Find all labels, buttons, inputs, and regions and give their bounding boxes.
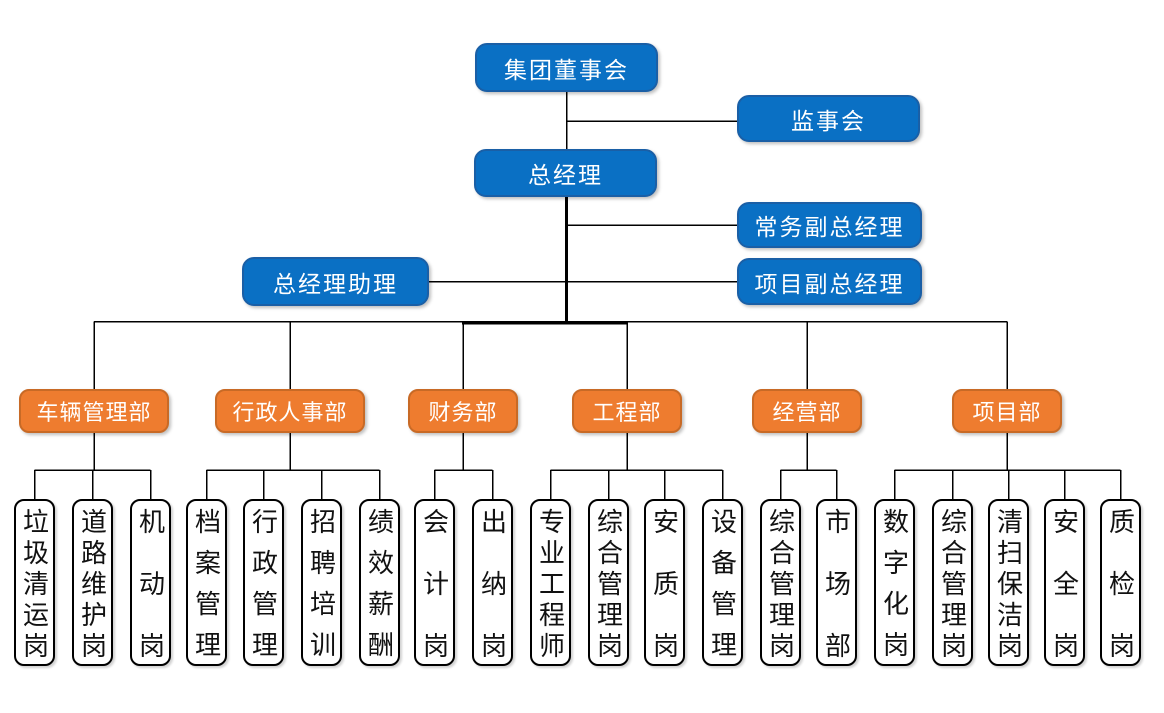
position-archives-management: 档案管理 [186, 499, 227, 672]
position-label: 安质岗 [649, 507, 680, 694]
position-admin-management: 行政管理 [243, 499, 284, 672]
position-equipment-management: 设备管理 [702, 499, 743, 672]
position-road-maintenance: 道路维护岗 [72, 499, 113, 666]
position-cashier: 出纳岗 [472, 499, 513, 694]
position-accounting: 会计岗 [414, 499, 455, 694]
dept-engineering: 工程部 [572, 389, 682, 433]
position-garbage-clearing: 垃圾清运岗 [14, 499, 55, 666]
position-recruitment-training: 招聘培训 [301, 499, 342, 672]
position-label: 市场部 [821, 507, 852, 694]
position-professional-engineer: 专业工程师 [530, 499, 571, 666]
node-supervisory-board: 监事会 [737, 95, 920, 142]
position-general-management-project: 综合管理岗 [932, 499, 973, 666]
dept-admin-hr: 行政人事部 [215, 389, 365, 433]
node-gm-assistant: 总经理助理 [242, 257, 429, 306]
position-safety: 安全岗 [1044, 499, 1085, 694]
position-general-management-operations: 综合管理岗 [760, 499, 801, 666]
node-board: 集团董事会 [475, 43, 658, 92]
position-label: 垃圾清运岗 [19, 507, 50, 663]
position-label: 综合管理岗 [765, 507, 796, 663]
position-safety-quality: 安质岗 [644, 499, 685, 694]
position-cleaning: 清扫保洁岗 [988, 499, 1029, 666]
position-label: 道路维护岗 [77, 507, 108, 663]
position-label: 综合管理岗 [937, 507, 968, 663]
dept-finance: 财务部 [408, 389, 518, 433]
position-quality-inspection: 质检岗 [1100, 499, 1141, 694]
position-label: 招聘培训 [306, 508, 337, 672]
position-label: 绩效薪酬 [364, 508, 395, 672]
position-label: 行政管理 [248, 508, 279, 672]
position-label: 质检岗 [1105, 507, 1136, 694]
dept-project: 项目部 [952, 389, 1062, 433]
position-mobile: 机动岗 [130, 499, 171, 694]
position-label: 安全岗 [1049, 507, 1080, 694]
position-label: 综合管理岗 [593, 507, 624, 663]
position-label: 设备管理 [707, 508, 738, 672]
position-performance-compensation: 绩效薪酬 [359, 499, 400, 672]
dept-operations: 经营部 [752, 389, 862, 433]
position-label: 数字化岗 [879, 508, 910, 672]
position-market-dept: 市场部 [816, 499, 857, 694]
position-digitalization: 数字化岗 [874, 499, 915, 672]
position-label: 专业工程师 [535, 507, 566, 663]
dept-vehicle-management: 车辆管理部 [19, 389, 169, 433]
position-label: 机动岗 [135, 507, 166, 694]
node-project-deputy-gm: 项目副总经理 [737, 258, 922, 305]
position-label: 清扫保洁岗 [993, 507, 1024, 663]
position-general-management-engineering: 综合管理岗 [588, 499, 629, 666]
position-label: 出纳岗 [477, 507, 508, 694]
position-label: 档案管理 [191, 508, 222, 672]
node-executive-deputy-gm: 常务副总经理 [737, 202, 922, 248]
node-general-manager: 总经理 [474, 149, 657, 197]
position-label: 会计岗 [419, 507, 450, 694]
